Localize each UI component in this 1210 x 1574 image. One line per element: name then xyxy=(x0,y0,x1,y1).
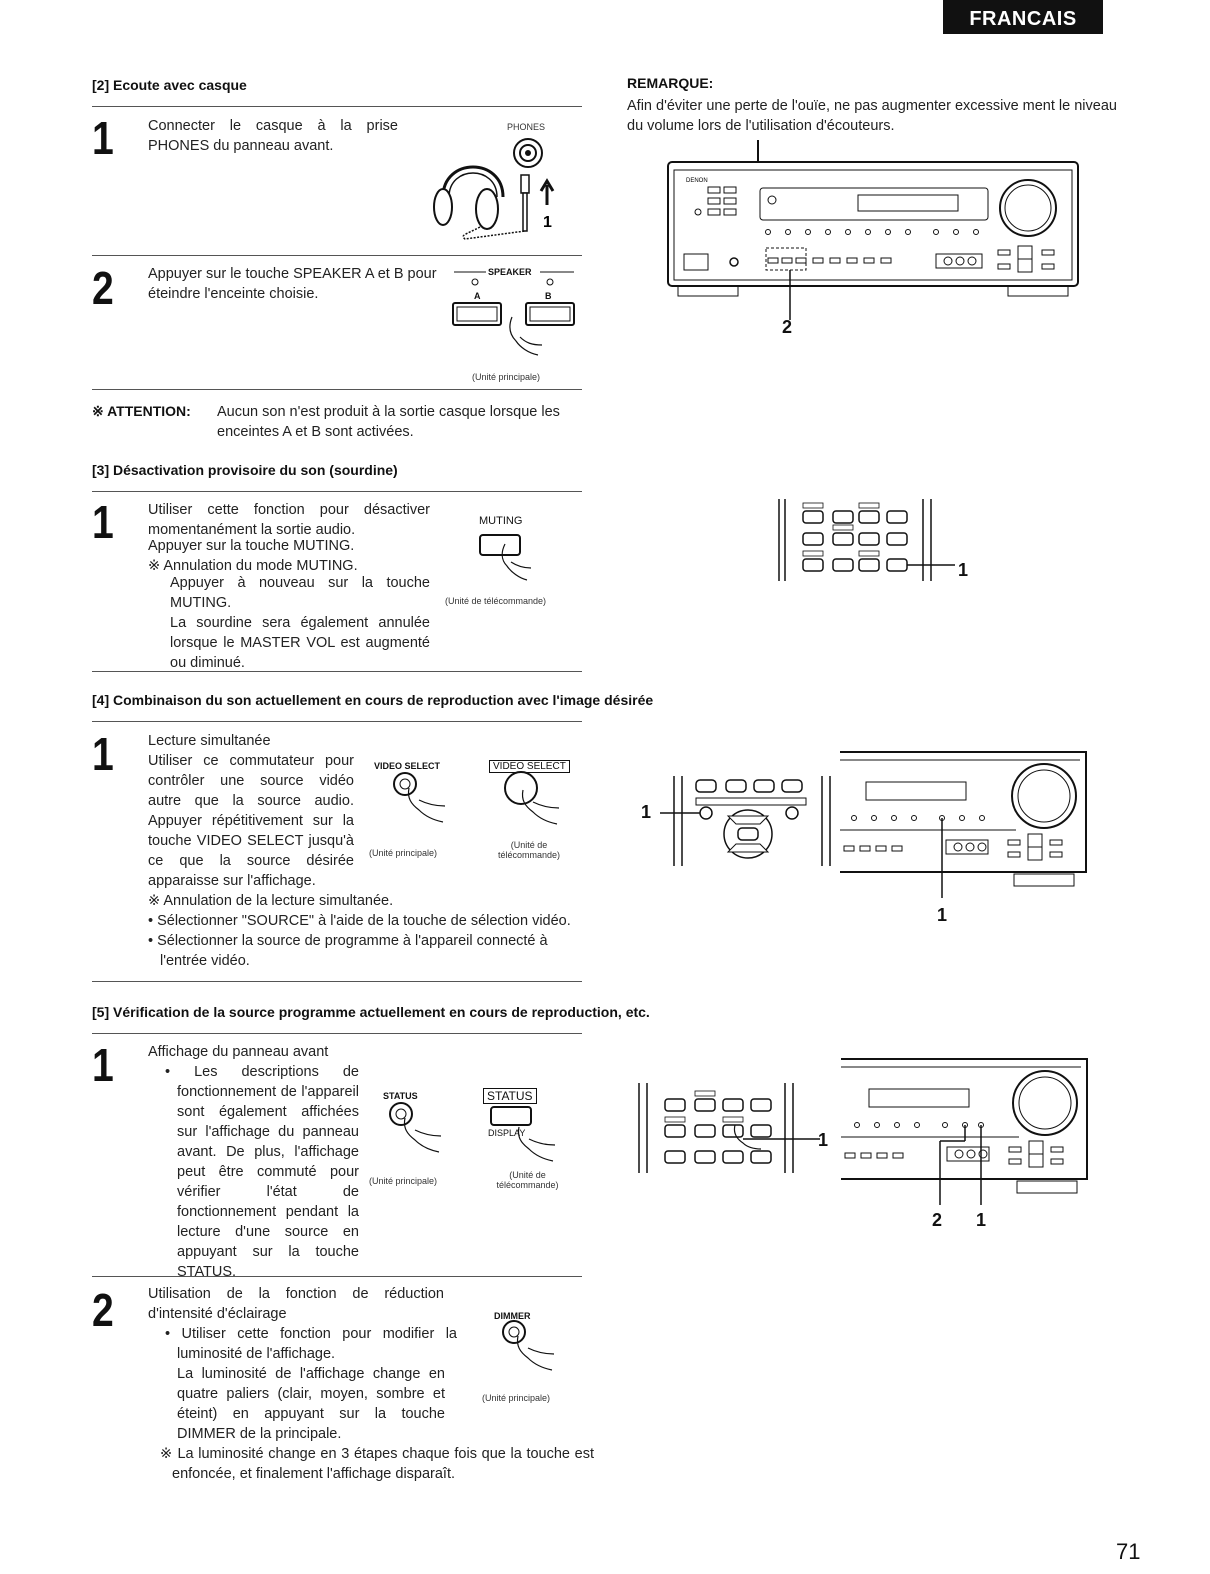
step-text: Utiliser ce commutateur pour contrôler u… xyxy=(148,753,354,889)
divider xyxy=(92,1276,582,1277)
step-text: La luminosité de l'affichage change en q… xyxy=(177,1366,445,1442)
muting-button-icon xyxy=(479,534,532,581)
video-select-knob-icon xyxy=(393,772,446,823)
divider xyxy=(92,255,582,256)
status-remote-label: STATUS xyxy=(483,1088,537,1104)
callout-1: 1 xyxy=(641,802,652,822)
step-text: Connecter le casque à la prise PHONES du… xyxy=(148,118,398,154)
section-heading-sourdine: [3] Désactivation provisoire du son (sou… xyxy=(92,462,398,478)
divider xyxy=(92,1033,582,1034)
step-text: Appuyer sur la touche MUTING. xyxy=(148,538,355,554)
step-number: 1 xyxy=(92,728,114,780)
svg-text:DENON: DENON xyxy=(686,178,708,184)
muting-label: MUTING xyxy=(479,515,523,527)
display-label: DISPLAY xyxy=(488,1128,526,1138)
page-number: 71 xyxy=(1116,1539,1141,1564)
callout-1: 1 xyxy=(976,1210,987,1230)
note-text: Appuyer à nouveau sur la touche MUTING. xyxy=(170,575,430,611)
dimmer-label: DIMMER xyxy=(494,1311,531,1321)
remarque-heading: REMARQUE: xyxy=(627,75,714,91)
speaker-b-label: B xyxy=(545,291,552,301)
step-number: 2 xyxy=(92,1284,114,1336)
step-number: 1 xyxy=(92,112,114,164)
section-heading-casque: [2] Ecoute avec casque xyxy=(92,77,247,93)
svg-text:1: 1 xyxy=(543,214,552,231)
remote-control-muting xyxy=(778,499,955,581)
caption: (Unité de télécommande) xyxy=(496,1170,559,1190)
bullet-item: • Utiliser cette fonction pour modifier … xyxy=(165,1326,457,1362)
attention-text: Aucun son n'est produit à la sortie casq… xyxy=(217,404,560,440)
attention-label: ※ ATTENTION: xyxy=(92,403,191,419)
caption: (Unité principale) xyxy=(482,1393,551,1403)
step-text: Affichage du panneau avant xyxy=(148,1044,329,1060)
video-select-controls-diagram xyxy=(660,751,1087,898)
section-heading-image: [4] Combinaison du son actuellement en c… xyxy=(92,692,654,708)
caption: (Unité principale) xyxy=(369,1176,438,1186)
callout-1: 1 xyxy=(958,560,969,580)
section-heading-verification: [5] Vérification de la source programme … xyxy=(92,1004,650,1020)
divider xyxy=(92,981,582,982)
video-select-remote-label: VIDEO SELECT xyxy=(489,760,570,773)
divider xyxy=(92,671,582,672)
step-number: 1 xyxy=(92,496,114,548)
dimmer-knob-icon xyxy=(502,1320,555,1371)
phones-label: PHONES xyxy=(507,122,546,132)
caption: (Unité principale) xyxy=(472,372,541,382)
bullet-item: • Sélectionner la source de programme à … xyxy=(148,933,548,969)
step-text: Utilisation de la fonction de réduction … xyxy=(148,1286,444,1322)
speaker-buttons-diagram xyxy=(452,271,575,356)
step-number: 2 xyxy=(92,262,114,314)
divider xyxy=(92,106,582,107)
receiver-front-panel: DENON xyxy=(667,140,1079,320)
divider xyxy=(92,389,582,390)
step-text: Utiliser cette fonction pour désactiver … xyxy=(148,502,430,538)
note-text: La sourdine sera également annulée lorsq… xyxy=(170,615,430,671)
caption: (Unité de télécommande) xyxy=(497,840,561,860)
speaker-a-label: A xyxy=(474,291,481,301)
headphones-icon: 1 xyxy=(433,138,555,240)
language-tab: FRANCAIS xyxy=(943,0,1103,34)
status-label: STATUS xyxy=(383,1091,418,1101)
caption: (Unité principale) xyxy=(369,848,438,858)
step-text: Lecture simultanée xyxy=(148,733,271,749)
video-select-label: VIDEO SELECT xyxy=(374,761,441,771)
divider xyxy=(92,721,582,722)
video-select-remote-button-icon xyxy=(504,771,560,825)
status-remote-button-icon xyxy=(490,1106,556,1162)
speaker-label: SPEAKER xyxy=(488,267,532,277)
caption: (Unité de télécommande) xyxy=(445,596,547,606)
callout-2: 2 xyxy=(932,1210,943,1230)
callout-2: 2 xyxy=(782,317,793,337)
bullet-item: • Les descriptions de fonctionnement de … xyxy=(165,1064,359,1280)
note-text: ※ Annulation du mode MUTING. xyxy=(148,558,358,574)
callout-1: 1 xyxy=(818,1130,829,1150)
status-controls-diagram xyxy=(638,1058,1088,1205)
note-text: ※ Annulation de la lecture simultanée. xyxy=(148,893,394,909)
note-text: ※ La luminosité change en 3 étapes chaqu… xyxy=(160,1446,594,1482)
callout-1: 1 xyxy=(937,905,948,925)
step-number: 1 xyxy=(92,1039,114,1091)
bullet-item: • Sélectionner "SOURCE" à l'aide de la t… xyxy=(148,913,571,929)
remarque-text: Afin d'éviter une perte de l'ouïe, ne pa… xyxy=(627,98,1117,134)
divider xyxy=(92,491,582,492)
step-text: Appuyer sur le touche SPEAKER A et B pou… xyxy=(148,266,437,302)
status-knob-icon xyxy=(389,1102,442,1153)
